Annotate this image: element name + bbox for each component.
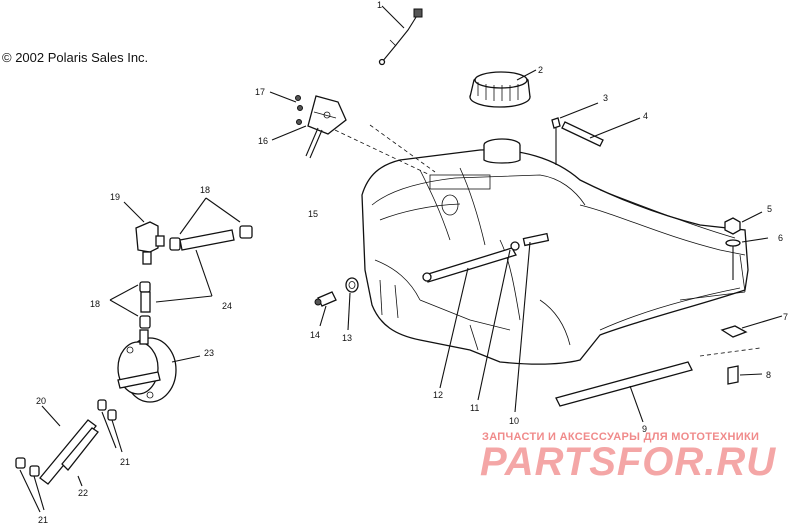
clamp-hose-part	[551, 102, 641, 165]
callout-14: 14	[310, 330, 320, 340]
callout-7: 7	[783, 312, 788, 322]
callout-21a: 21	[120, 457, 130, 467]
fuel-pump-assembly	[15, 197, 253, 513]
watermark-logo: PARTSFOR.RU	[480, 440, 777, 484]
drain-fittings	[314, 277, 359, 331]
callout-13: 13	[342, 333, 352, 343]
vent-hose-part	[378, 5, 423, 66]
callout-10: 10	[509, 416, 519, 426]
callout-16: 16	[258, 136, 268, 146]
callout-15: 15	[308, 209, 318, 219]
callout-18b: 18	[90, 299, 100, 309]
callout-labels: 1 2 3 4 5 6 7 8 9 10 11 12 13 14 15 16 1…	[36, 0, 788, 525]
callout-12: 12	[433, 390, 443, 400]
callout-17: 17	[255, 87, 265, 97]
callout-18a: 18	[200, 185, 210, 195]
callout-2: 2	[538, 65, 543, 75]
callout-21b: 21	[38, 515, 48, 525]
callout-5: 5	[767, 204, 772, 214]
callout-19: 19	[110, 192, 120, 202]
fuel-sender-part	[269, 91, 347, 159]
callout-4: 4	[643, 111, 648, 121]
tank-strap-part	[555, 361, 693, 423]
callout-23: 23	[204, 348, 214, 358]
callout-20: 20	[36, 396, 46, 406]
tank-fittings	[422, 232, 550, 413]
callout-9: 9	[642, 424, 647, 434]
fuel-tank	[361, 138, 749, 365]
mounting-hardware	[720, 211, 783, 385]
copyright-notice: © 2002 Polaris Sales Inc.	[2, 50, 149, 65]
callout-24: 24	[222, 301, 232, 311]
callout-8: 8	[766, 370, 771, 380]
callout-11: 11	[470, 403, 479, 413]
fuel-cap-part	[469, 69, 537, 108]
callout-22: 22	[78, 488, 88, 498]
watermark-tagline: ЗАПЧАСТИ И АКСЕССУАРЫ ДЛЯ МОТОТЕХНИКИ	[482, 431, 760, 443]
callout-6: 6	[778, 233, 783, 243]
callout-1: 1	[377, 0, 382, 10]
callout-3: 3	[603, 93, 608, 103]
